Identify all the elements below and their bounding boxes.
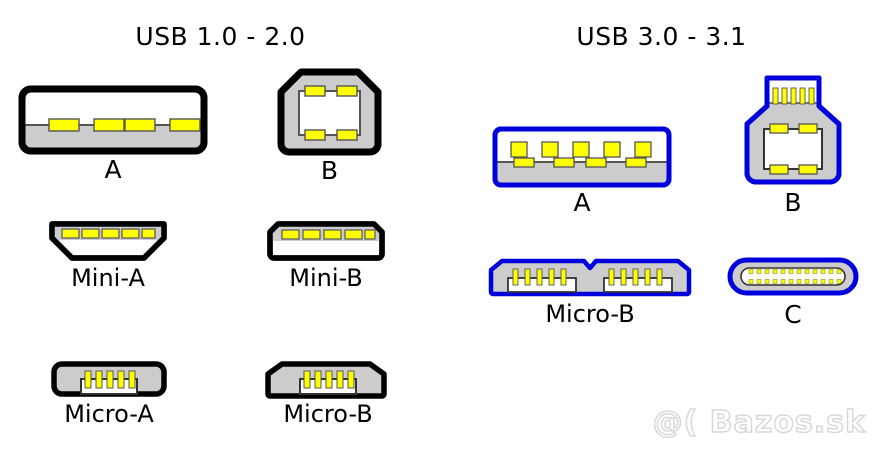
- connector-usb3-type-c: C: [727, 256, 859, 328]
- connector-label: Mini-B: [289, 264, 363, 292]
- connector-label: C: [784, 300, 802, 329]
- connector-label: A: [104, 155, 122, 184]
- connector-label: Micro-B: [283, 400, 373, 428]
- usb2-type-a-icon: [18, 85, 208, 155]
- usb3-micro-b-icon: [488, 258, 692, 297]
- connector-usb2-mini-a: Mini-A: [48, 220, 168, 291]
- connector-label: B: [320, 156, 339, 185]
- usb2-type-b-icon: [277, 68, 382, 156]
- usb2-mini-b-icon: [267, 221, 385, 261]
- usb-c-pin-row-top: [748, 269, 842, 274]
- connector-label: Micro-A: [64, 400, 154, 428]
- connector-label: Micro-B: [545, 300, 635, 328]
- connector-usb2-type-b: B: [277, 68, 382, 184]
- connector-label: Mini-A: [71, 264, 145, 292]
- usb-c-pin-row-bottom: [748, 279, 842, 284]
- panel-title-usb3: USB 3.0 - 3.1: [576, 22, 747, 51]
- connector-usb2-type-a: A: [18, 85, 208, 183]
- connector-label: A: [573, 188, 591, 217]
- usb3-type-a-icon: [492, 126, 672, 188]
- connector-usb3-type-a: A: [492, 126, 672, 216]
- panel-title-usb2: USB 1.0 - 2.0: [135, 22, 306, 51]
- connector-usb2-micro-a: Micro-A: [50, 360, 168, 427]
- usb2-micro-a-icon: [51, 361, 167, 397]
- connector-usb2-mini-b: Mini-B: [266, 220, 386, 291]
- usb2-mini-a-icon: [49, 221, 167, 261]
- connector-label: B: [784, 188, 802, 217]
- connector-usb3-type-b: B: [742, 72, 844, 216]
- usb3-type-b-icon: [744, 75, 842, 185]
- connector-usb2-micro-b: Micro-B: [264, 360, 392, 427]
- usb3-type-c-icon: [727, 257, 859, 296]
- usb2-micro-b-icon: [265, 361, 387, 399]
- watermark: @( Bazos.sk: [652, 404, 866, 441]
- connector-usb3-micro-b: Micro-B: [488, 258, 692, 327]
